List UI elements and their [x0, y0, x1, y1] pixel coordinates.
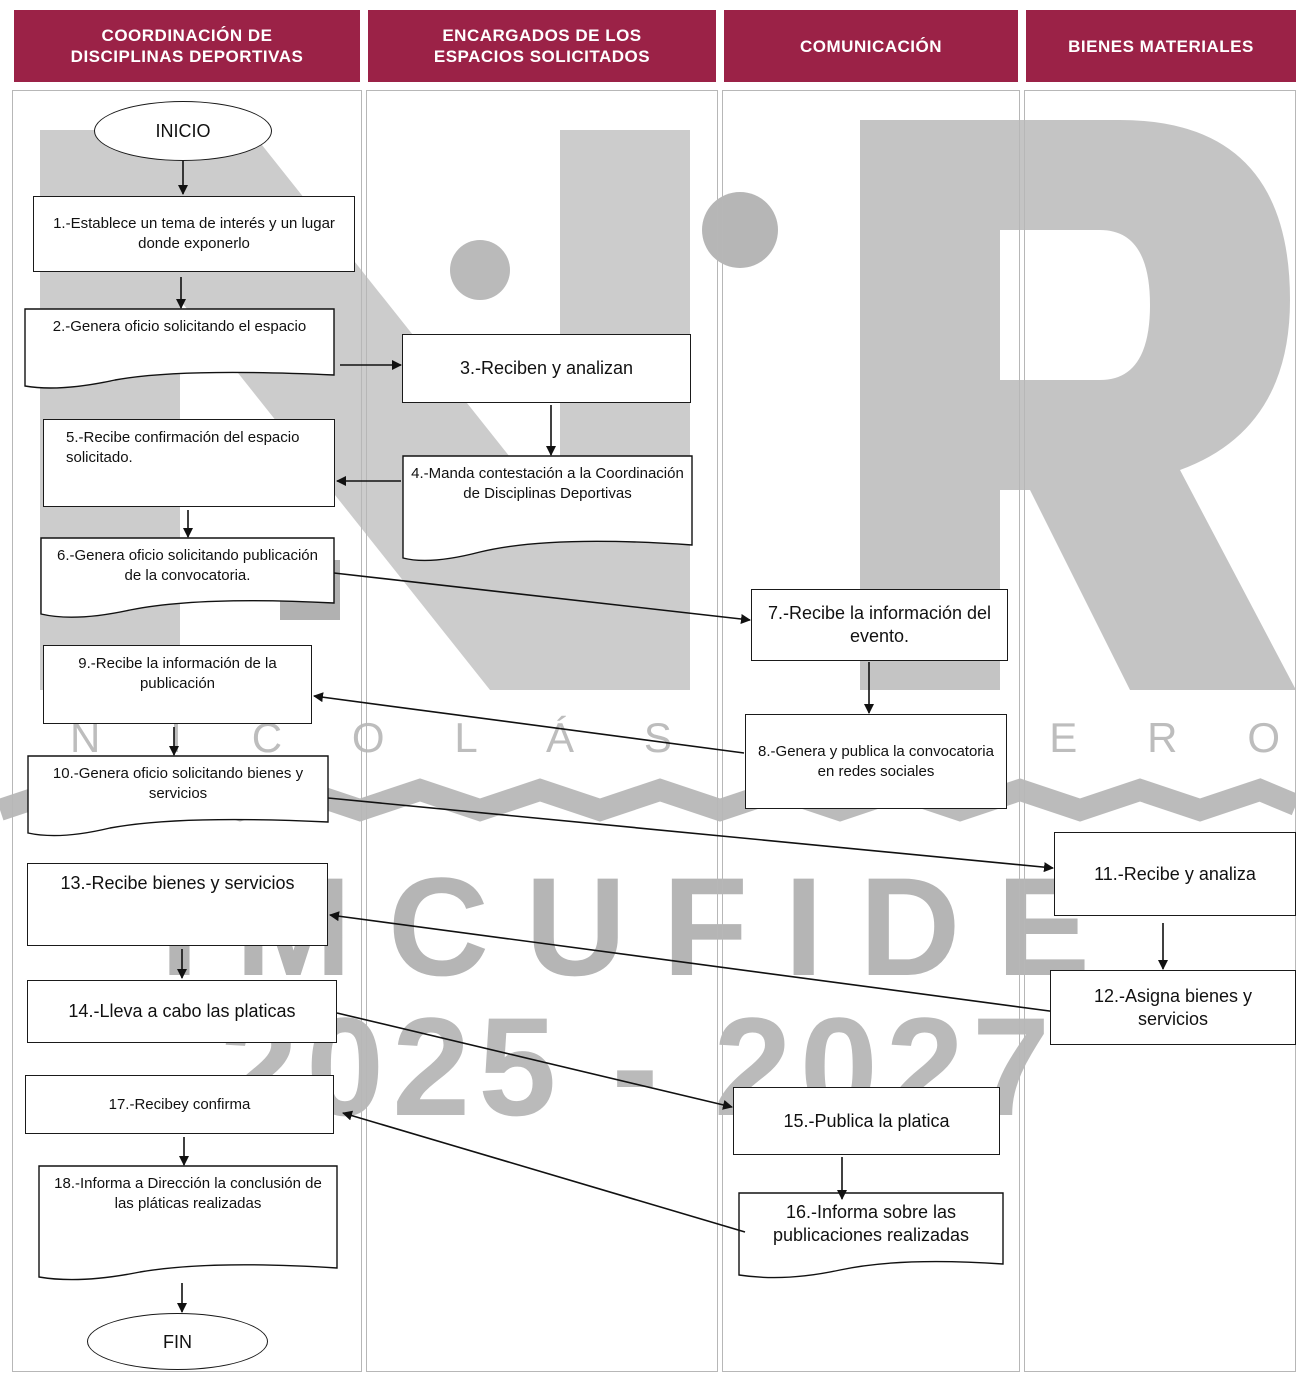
step-6: 6.-Genera oficio solicitando publicación…: [57, 547, 318, 584]
arrow-10-11: [327, 797, 1054, 873]
step-16: 16.-Informa sobre las publicaciones real…: [772, 1202, 970, 1245]
node-shape-6: [40, 537, 335, 618]
node-shape-16: [738, 1192, 1004, 1279]
step-17: 17.-Recibey confirma: [25, 1075, 334, 1134]
step-12: 12.-Asigna bienes y servicios: [1050, 970, 1296, 1045]
start-terminal: INICIO: [94, 101, 272, 161]
lane-coordinacion: [12, 90, 362, 1372]
node-shape-4: [402, 455, 693, 562]
lane-header-encargados: ENCARGADOS DE LOS ESPACIOS SOLICITADOS: [368, 10, 716, 82]
step-18: 18.-Informa a Dirección la conclusión de…: [54, 1175, 322, 1212]
step-5: 5.-Recibe confirmación del espacio solic…: [43, 419, 335, 507]
arrow-12-13: [329, 911, 1058, 1013]
lane-header-bienes: BIENES MATERIALES: [1026, 10, 1296, 82]
step-8: 8.-Genera y publica la convocatoria en r…: [745, 714, 1007, 809]
node-shape-18: [38, 1165, 338, 1281]
end-terminal: FIN: [87, 1313, 268, 1370]
step-13: 13.-Recibe bienes y servicios: [27, 863, 328, 946]
step-3: 3.-Reciben y analizan: [402, 334, 691, 403]
watermark-letter-r: [860, 120, 1296, 690]
step-10: 10.-Genera oficio solicitando bienes y s…: [52, 765, 304, 802]
lane-header-comunicacion: COMUNICACIÓN: [724, 10, 1018, 82]
arrow-6-7: [333, 572, 751, 624]
arrow-14-15: [336, 1012, 733, 1110]
step-9: 9.-Recibe la información de la publicaci…: [43, 645, 312, 724]
watermark-ornament: [450, 240, 510, 300]
lane-header-coordinacion: COORDINACIÓN DE DISCIPLINAS DEPORTIVAS: [14, 10, 360, 82]
step-7: 7.-Recibe la información del evento.: [751, 589, 1008, 661]
step-4: 4.-Manda contestación a la Coordinación …: [411, 465, 684, 502]
arrow-16-17: [342, 1110, 746, 1233]
lane-comunicacion: [722, 90, 1020, 1372]
step-15: 15.-Publica la platica: [733, 1087, 1000, 1155]
step-1: 1.-Establece un tema de interés y un lug…: [33, 196, 355, 272]
lane-encargados: [366, 90, 718, 1372]
node-shape-2: [24, 308, 335, 389]
watermark-ornament: [702, 192, 778, 268]
step-2: 2.-Genera oficio solicitando el espacio: [52, 318, 307, 335]
arrow-8-9: [313, 692, 745, 754]
step-14: 14.-Lleva a cabo las platicas: [27, 980, 337, 1043]
step-11: 11.-Recibe y analiza: [1054, 832, 1296, 916]
node-shape-10: [27, 755, 329, 837]
